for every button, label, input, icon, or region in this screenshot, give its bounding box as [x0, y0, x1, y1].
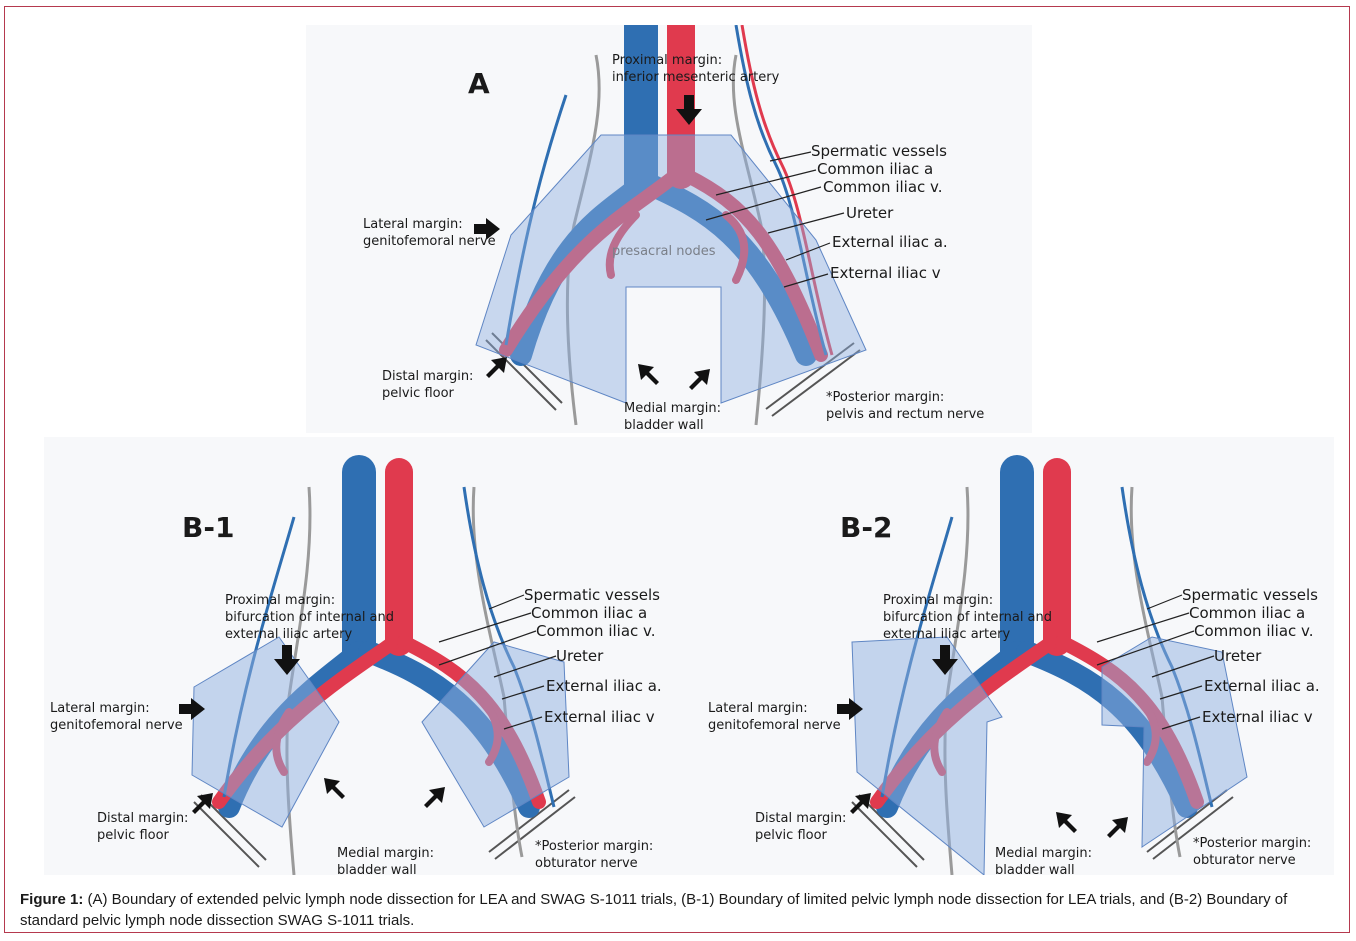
proximal-margin-detail: inferior mesenteric artery [612, 70, 780, 85]
structure-spermatic: Spermatic vessels [811, 142, 947, 160]
distal-margin-detail: pelvic floor [755, 828, 828, 843]
structure-ureter: Ureter [556, 647, 604, 665]
structure-external-iliac-v: External iliac v [1202, 708, 1313, 726]
arrow-medial-left [324, 778, 345, 799]
arrow-distal [486, 357, 507, 378]
proximal-margin-label: Proximal margin: [225, 593, 335, 608]
panel-a: A Proximal margin: inferior mesenteric a… [306, 25, 1032, 433]
posterior-margin-detail: pelvis and rectum nerve [826, 407, 984, 422]
medial-margin-detail: bladder wall [337, 863, 417, 875]
medial-margin-detail: bladder wall [624, 418, 704, 433]
structure-ureter: Ureter [846, 204, 894, 222]
structure-spermatic: Spermatic vessels [1182, 586, 1318, 604]
panel-b-diagram: B-1 Proximal margin: bifurcation of inte… [44, 437, 1334, 875]
posterior-margin-label: *Posterior margin: [535, 839, 653, 854]
medial-margin-label: Medial margin: [337, 846, 434, 861]
proximal-margin-detail-1: bifurcation of internal and [883, 610, 1052, 625]
proximal-margin-detail-1: bifurcation of internal and [225, 610, 394, 625]
panel-b: B-1 Proximal margin: bifurcation of inte… [44, 437, 1334, 875]
structure-common-iliac-a: Common iliac a [531, 604, 647, 622]
medial-margin-label: Medial margin: [624, 401, 721, 416]
caption-text: (A) Boundary of extended pelvic lymph no… [20, 891, 1287, 929]
arrow-medial-right [424, 787, 445, 808]
distal-margin-detail: pelvic floor [97, 828, 170, 843]
distal-margin-label: Distal margin: [382, 369, 473, 384]
arrow-medial-right [689, 369, 710, 390]
arrow-medial-right [1107, 817, 1128, 838]
panel-b1-diagram: B-1 Proximal margin: bifurcation of inte… [50, 472, 662, 875]
posterior-margin-label: *Posterior margin: [1193, 836, 1311, 851]
structure-external-iliac-a: External iliac a. [1204, 677, 1320, 695]
distal-margin-label: Distal margin: [755, 811, 846, 826]
proximal-margin-label: Proximal margin: [612, 53, 722, 68]
structure-external-iliac-v: External iliac v [830, 264, 941, 282]
arrow-medial-left [1056, 812, 1077, 833]
structure-external-iliac-v: External iliac v [544, 708, 655, 726]
distal-margin-label: Distal margin: [97, 811, 188, 826]
medial-margin-detail: bladder wall [995, 863, 1075, 875]
lateral-margin-detail: genitofemoral nerve [708, 718, 841, 733]
distal-margin-detail: pelvic floor [382, 386, 455, 401]
structure-ureter: Ureter [1214, 647, 1262, 665]
structure-common-iliac-v: Common iliac v. [536, 622, 656, 640]
structure-common-iliac-v: Common iliac v. [823, 178, 943, 196]
structure-external-iliac-a: External iliac a. [546, 677, 662, 695]
proximal-margin-label: Proximal margin: [883, 593, 993, 608]
structure-common-iliac-a: Common iliac a [817, 160, 933, 178]
posterior-margin-detail: obturator nerve [535, 856, 638, 871]
lateral-margin-label: Lateral margin: [363, 217, 463, 232]
proximal-margin-detail-2: external iliac artery [883, 627, 1010, 642]
posterior-margin-detail: obturator nerve [1193, 853, 1296, 868]
dissection-region-right [1102, 637, 1247, 847]
lateral-margin-detail: genitofemoral nerve [50, 718, 183, 733]
figure-caption: Figure 1: (A) Boundary of extended pelvi… [20, 889, 1346, 931]
structure-spermatic: Spermatic vessels [524, 586, 660, 604]
presacral-nodes-label: presacral nodes [612, 244, 716, 259]
proximal-margin-detail-2: external iliac artery [225, 627, 352, 642]
panel-a-title: A [468, 67, 490, 100]
structure-common-iliac-a: Common iliac a [1189, 604, 1305, 622]
panel-b2-title: B-2 [840, 511, 892, 544]
lateral-margin-label: Lateral margin: [50, 701, 150, 716]
panel-b1-title: B-1 [182, 511, 234, 544]
medial-margin-label: Medial margin: [995, 846, 1092, 861]
panel-b2-diagram: B-2 Proximal margin: bifurcation of inte… [708, 472, 1320, 875]
caption-label: Figure 1: [20, 891, 83, 908]
lateral-margin-label: Lateral margin: [708, 701, 808, 716]
lateral-margin-detail: genitofemoral nerve [363, 234, 496, 249]
structure-common-iliac-v: Common iliac v. [1194, 622, 1314, 640]
panel-a-diagram: A Proximal margin: inferior mesenteric a… [306, 25, 1032, 433]
structure-external-iliac-a: External iliac a. [832, 233, 948, 251]
dissection-region [476, 135, 866, 403]
posterior-margin-label: *Posterior margin: [826, 390, 944, 405]
arrow-medial-left [638, 364, 659, 385]
